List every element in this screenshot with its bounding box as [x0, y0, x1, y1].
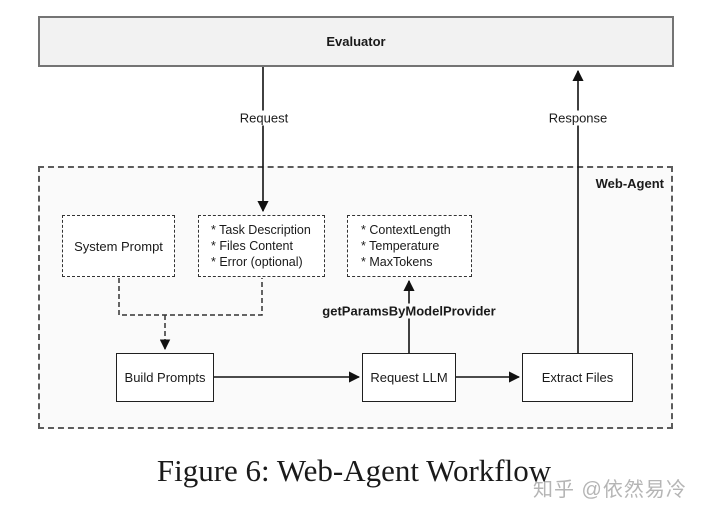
- params-box-line: * MaxTokens: [361, 255, 433, 269]
- extract-files-label: Extract Files: [541, 370, 614, 385]
- figure-caption: Figure 6: Web-Agent Workflow: [156, 453, 552, 488]
- system-prompt-box: System Prompt: [62, 215, 175, 277]
- params-box-line: * ContextLength: [361, 223, 451, 237]
- extract-files-box: Extract Files: [522, 353, 633, 402]
- get-params-edge-label: getParamsByModelProvider: [319, 303, 499, 319]
- task-box-line: * Files Content: [211, 239, 293, 253]
- zhihu-watermark: 知乎 @依然易冷: [533, 479, 687, 501]
- evaluator-box: Evaluator: [38, 16, 674, 67]
- build-prompts-box: Build Prompts: [116, 353, 214, 402]
- params-box-line: * Temperature: [361, 239, 440, 253]
- task-box-line: * Error (optional): [211, 255, 303, 269]
- response-edge-label: Response: [545, 110, 611, 126]
- model-params-box: * ContextLength * Temperature * MaxToken…: [347, 215, 472, 277]
- evaluator-label: Evaluator: [326, 34, 386, 49]
- request-llm-box: Request LLM: [362, 353, 456, 402]
- task-description-box: * Task Description * Files Content * Err…: [198, 215, 325, 277]
- system-prompt-label: System Prompt: [74, 238, 163, 254]
- request-edge-label: Request: [236, 110, 292, 126]
- build-prompts-label: Build Prompts: [124, 370, 206, 385]
- task-box-line: * Task Description: [211, 223, 311, 237]
- request-llm-label: Request LLM: [370, 370, 448, 385]
- web-agent-label: Web-Agent: [595, 176, 664, 191]
